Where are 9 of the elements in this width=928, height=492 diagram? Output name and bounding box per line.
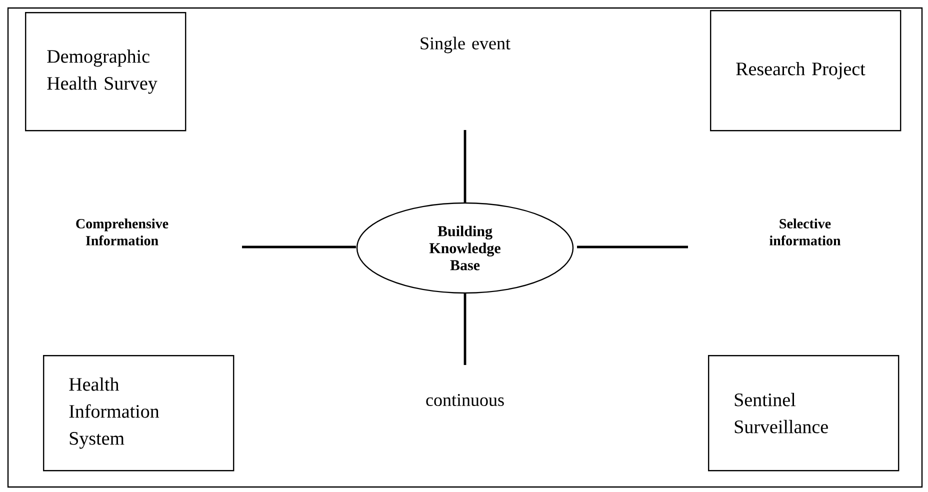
text-box: Health Information System [43,354,234,472]
axis-label: Comprehensive Information [76,218,168,246]
text-box: Research Project [710,10,902,132]
oval: Building Knowledge Base [356,202,574,294]
axis-label: continuous [426,394,504,406]
text-box: Demographic Health Survey [25,12,186,132]
axis-label: Single event [420,36,510,54]
text-box: Sentinel Surveillance [708,354,900,472]
axis-label: Selective information [770,218,841,246]
